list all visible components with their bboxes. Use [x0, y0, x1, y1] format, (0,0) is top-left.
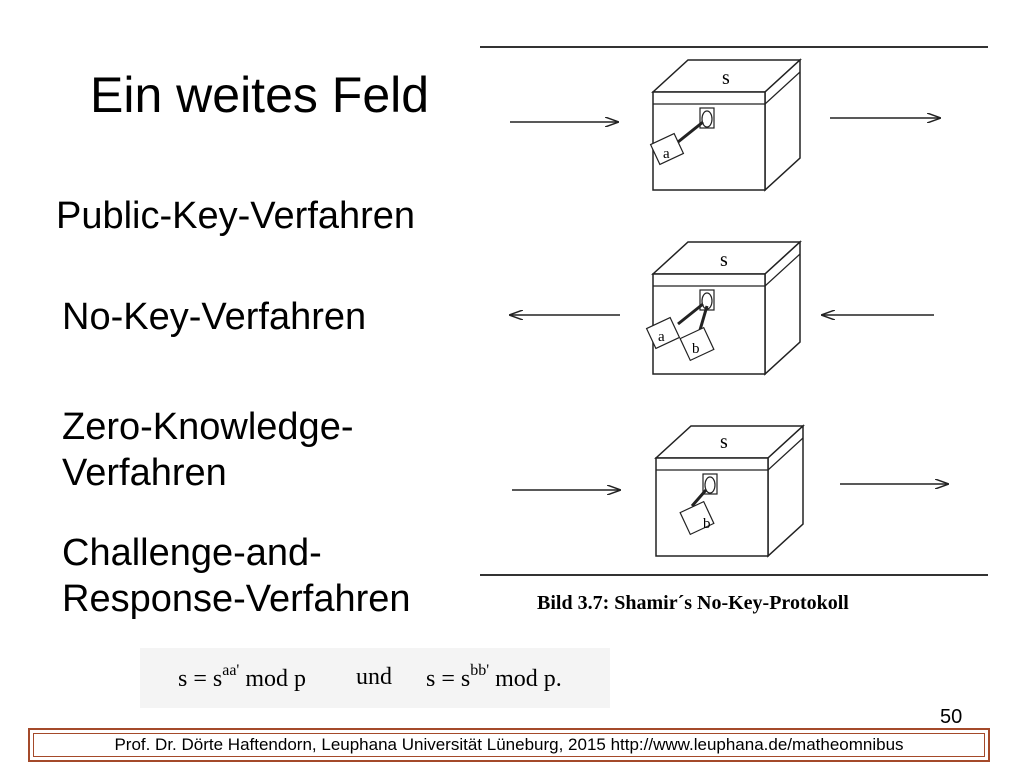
lock-a-label: a	[663, 146, 670, 162]
item-challenge-response: Challenge-and- Response-Verfahren	[62, 530, 411, 622]
footer-frame: Prof. Dr. Dörte Haftendorn, Leuphana Uni…	[28, 728, 990, 762]
lock-a-label: a	[658, 329, 665, 345]
slide-title: Ein weites Feld	[90, 67, 430, 123]
box-step-1: s a	[510, 58, 940, 192]
item-challenge-line1: Challenge-and-	[62, 532, 322, 574]
footer-text: Prof. Dr. Dörte Haftendorn, Leuphana Uni…	[33, 733, 985, 757]
formula-connector: und	[356, 664, 392, 690]
formula-left: s = saa' mod p	[178, 662, 306, 692]
item-zero-knowledge-line2: Verfahren	[62, 452, 227, 494]
item-zero-knowledge-line1: Zero-Knowledge-	[62, 406, 354, 448]
item-challenge-line2: Response-Verfahren	[62, 578, 411, 620]
lock-b-label: b	[703, 516, 711, 532]
formula-right: s = sbb' mod p.	[426, 662, 562, 692]
item-no-key: No-Key-Verfahren	[62, 296, 367, 338]
item-zero-knowledge: Zero-Knowledge- Verfahren	[62, 404, 353, 496]
box-label-s: s	[720, 249, 728, 271]
page-number: 50	[940, 706, 963, 728]
box-label-s: s	[722, 67, 730, 89]
box-step-3: s b	[512, 424, 948, 558]
shamir-protocol-figure: s a s a b	[478, 40, 990, 635]
item-public-key: Public-Key-Verfahren	[56, 195, 416, 237]
figure-caption: Bild 3.7: Shamir´s No-Key-Protokoll	[537, 592, 849, 614]
formula-box: s = saa' mod p und s = sbb' mod p.	[140, 648, 610, 708]
lock-b-label: b	[692, 341, 700, 357]
box-step-2: s a b	[510, 240, 934, 376]
box-label-s: s	[720, 431, 728, 453]
